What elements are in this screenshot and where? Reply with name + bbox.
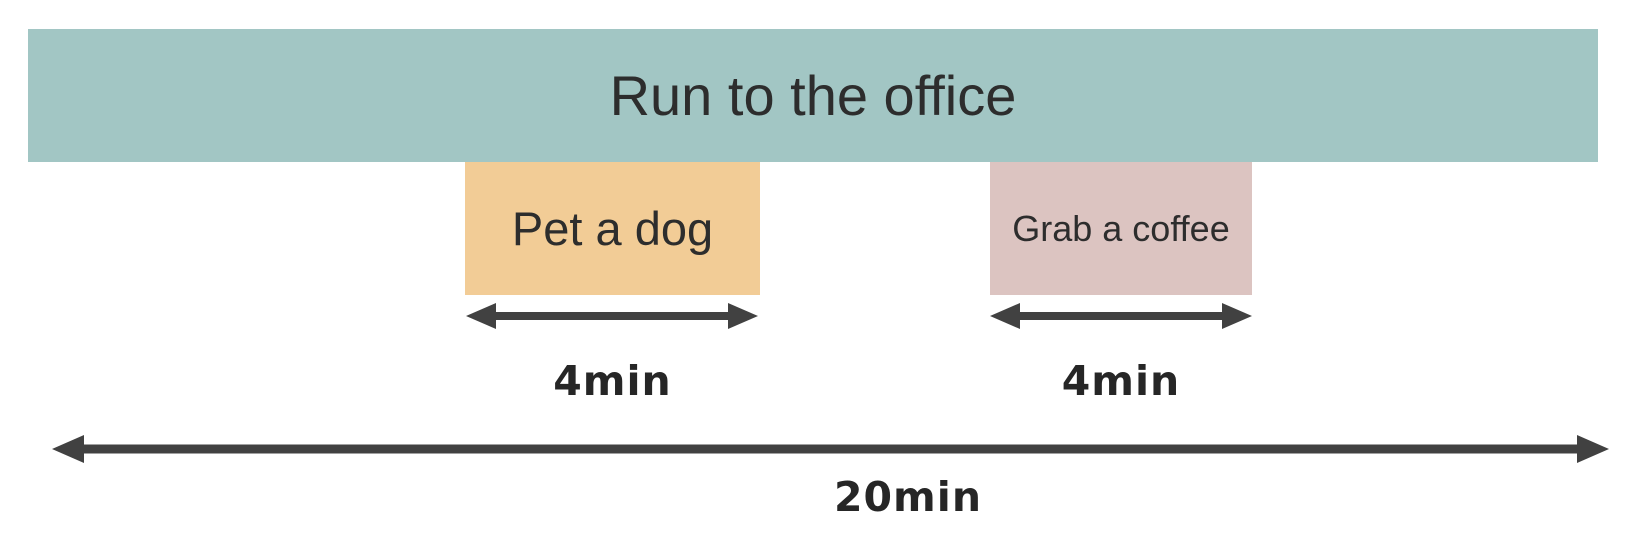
arrow-line (490, 312, 734, 320)
total-duration-label: 20min (833, 473, 983, 521)
grab-a-coffee-duration-arrow (990, 303, 1252, 329)
total-duration-arrow (52, 435, 1609, 463)
arrow-line (1014, 312, 1228, 320)
arrowhead-right-icon (728, 303, 758, 329)
subtask-label-grab-a-coffee: Grab a coffee (1012, 207, 1230, 249)
grab-a-coffee-duration-label: 4min (1061, 357, 1181, 405)
subtask-label-pet-a-dog: Pet a dog (511, 202, 714, 255)
pet-a-dog-duration-label: 4min (553, 357, 672, 405)
arrowhead-right-icon (1577, 435, 1609, 463)
arrow-line (78, 444, 1583, 454)
subtask-box-grab-a-coffee: Grab a coffee (990, 162, 1252, 295)
pet-a-dog-duration-arrow (466, 303, 758, 329)
main-task-bar: Run to the office (28, 29, 1598, 162)
arrowhead-right-icon (1222, 303, 1252, 329)
main-task-label: Run to the office (609, 63, 1017, 127)
subtask-box-pet-a-dog: Pet a dog (465, 162, 760, 295)
